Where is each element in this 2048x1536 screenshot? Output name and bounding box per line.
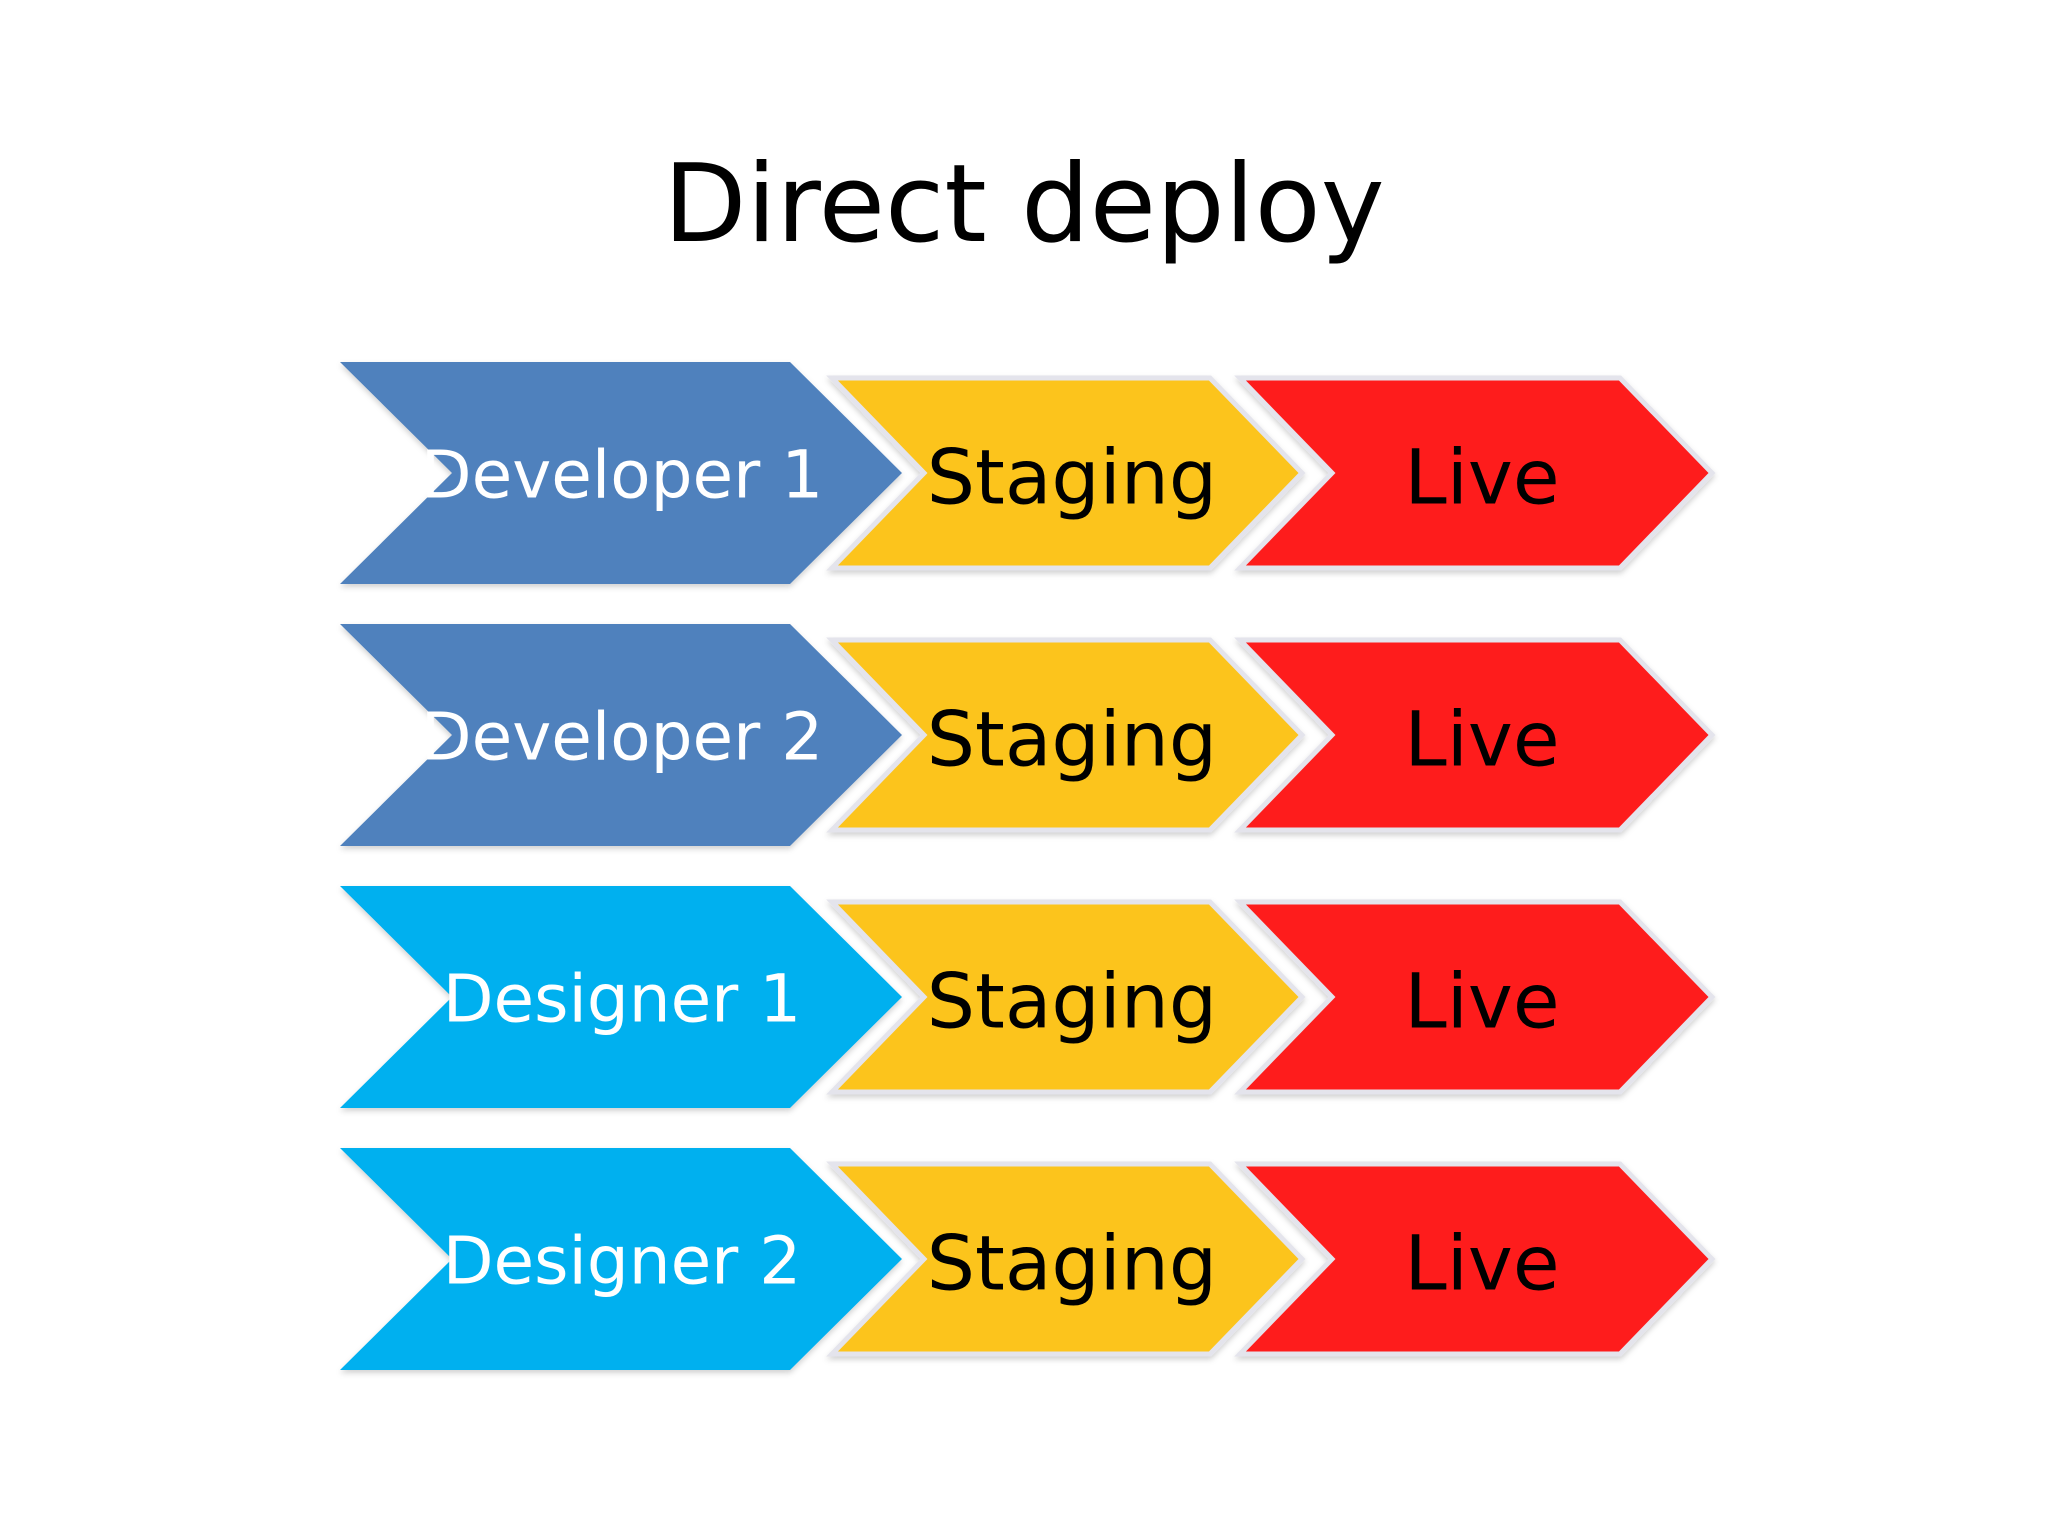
- staging-chevron: [826, 1161, 1306, 1357]
- staging-label: Staging: [927, 957, 1217, 1046]
- live-chevron: [1234, 899, 1716, 1095]
- staging-chevron: [826, 637, 1306, 833]
- source-label: Developer 2: [421, 699, 823, 776]
- live-label: Live: [1404, 957, 1559, 1046]
- live-label: Live: [1404, 695, 1559, 784]
- staging-label: Staging: [927, 1219, 1217, 1308]
- designer-chevron: [340, 1148, 902, 1370]
- source-label: Designer 2: [443, 1223, 802, 1300]
- flow-row: Designer 2 Staging Live: [340, 1148, 1716, 1370]
- live-label: Live: [1404, 1219, 1559, 1308]
- source-label: Designer 1: [443, 961, 802, 1038]
- live-label: Live: [1404, 433, 1559, 522]
- live-chevron: [1234, 375, 1716, 571]
- staging-label: Staging: [927, 433, 1217, 522]
- staging-label: Staging: [927, 695, 1217, 784]
- source-label: Developer 1: [421, 437, 823, 514]
- flow-row: Developer 1 Staging Live: [340, 362, 1716, 584]
- live-chevron: [1234, 1161, 1716, 1357]
- designer-chevron: [340, 886, 902, 1108]
- flow-row: Developer 2 Staging Live: [340, 624, 1716, 846]
- slide-title: Direct deploy: [663, 142, 1385, 267]
- developer-chevron: [340, 624, 902, 846]
- flow-row: Designer 1 Staging Live: [340, 886, 1716, 1108]
- live-chevron: [1234, 637, 1716, 833]
- developer-chevron: [340, 362, 902, 584]
- staging-chevron: [826, 375, 1306, 571]
- staging-chevron: [826, 899, 1306, 1095]
